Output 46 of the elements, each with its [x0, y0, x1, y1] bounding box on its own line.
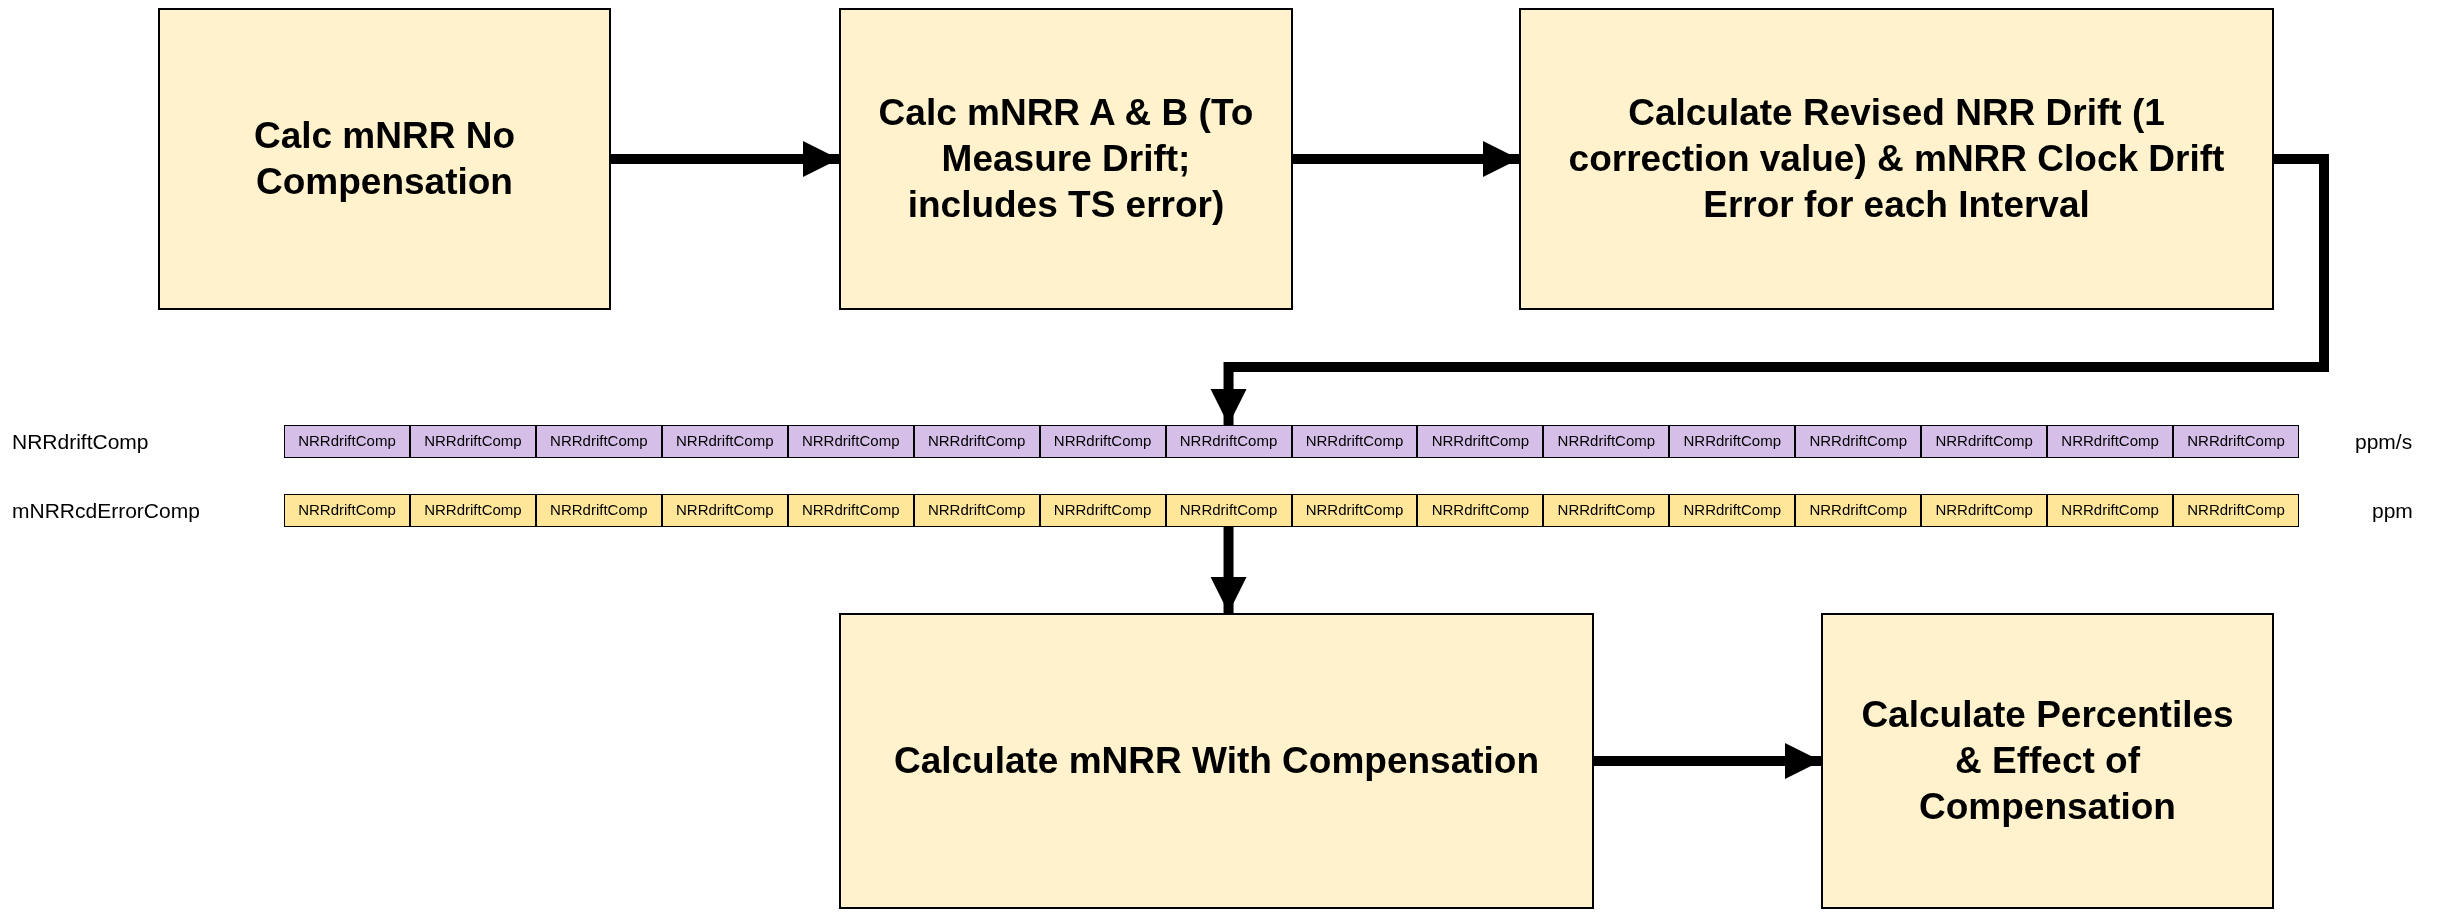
data-cell: NRRdriftComp	[1039, 494, 1166, 527]
data-cell: NRRdriftComp	[1417, 425, 1544, 458]
data-cell: NRRdriftComp	[661, 494, 788, 527]
data-cell: NRRdriftComp	[1921, 494, 2048, 527]
process-box: Calculate Revised NRR Drift (1 correction value) & mNRR Clock Drift Error for each Interval	[1519, 8, 2274, 310]
data-cell: NRRdriftComp	[1039, 425, 1166, 458]
data-cell: NRRdriftComp	[409, 494, 536, 527]
data-cell: NRRdriftComp	[1165, 425, 1292, 458]
data-cell: NRRdriftComp	[661, 425, 788, 458]
data-cell: NRRdriftComp	[1669, 494, 1796, 527]
process-box: Calculate mNRR With Compensation	[839, 613, 1594, 909]
data-cell: NRRdriftComp	[284, 494, 410, 527]
data-cell: NRRdriftComp	[409, 425, 536, 458]
data-cell: NRRdriftComp	[1921, 425, 2048, 458]
arrow	[1293, 141, 1519, 177]
data-cell: NRRdriftComp	[1291, 425, 1418, 458]
arrow	[611, 141, 839, 177]
data-cell: NRRdriftComp	[2047, 425, 2174, 458]
row-label: NRRdriftComp	[12, 428, 149, 455]
data-cell: NRRdriftComp	[2047, 494, 2174, 527]
row-label: ppm	[2372, 497, 2413, 524]
data-cell: NRRdriftComp	[1543, 494, 1670, 527]
data-cell: NRRdriftComp	[2173, 494, 2299, 527]
row-label: mNRRcdErrorComp	[12, 497, 200, 524]
data-cell: NRRdriftComp	[2173, 425, 2299, 458]
arrow	[1210, 154, 2329, 425]
data-cell: NRRdriftComp	[1669, 425, 1796, 458]
data-cell: NRRdriftComp	[535, 425, 662, 458]
arrow	[1594, 743, 1821, 779]
data-cell: NRRdriftComp	[284, 425, 410, 458]
data-cell: NRRdriftComp	[913, 494, 1040, 527]
process-box: Calc mNRR A & B (To Measure Drift; includes TS error)	[839, 8, 1293, 310]
data-cell: NRRdriftComp	[1795, 494, 1922, 527]
data-cell: NRRdriftComp	[913, 425, 1040, 458]
process-box: Calculate Percentiles & Effect of Compensation	[1821, 613, 2274, 909]
data-cell: NRRdriftComp	[787, 425, 914, 458]
process-box: Calc mNRR No Compensation	[158, 8, 611, 310]
data-cell: NRRdriftComp	[1165, 494, 1292, 527]
data-cell: NRRdriftComp	[1417, 494, 1544, 527]
data-cell: NRRdriftComp	[1795, 425, 1922, 458]
arrow	[1210, 527, 1247, 613]
data-cell: NRRdriftComp	[535, 494, 662, 527]
data-cell: NRRdriftComp	[1543, 425, 1670, 458]
data-cell: NRRdriftComp	[787, 494, 914, 527]
row-label: ppm/s	[2355, 428, 2413, 455]
data-cell: NRRdriftComp	[1291, 494, 1418, 527]
